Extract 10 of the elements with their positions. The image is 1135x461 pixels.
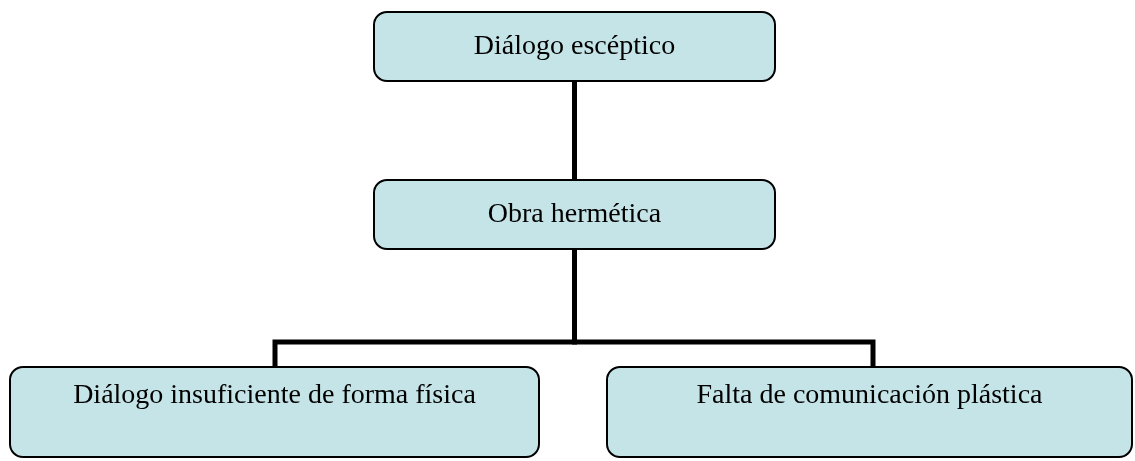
connector-line: [572, 250, 876, 366]
process-box: [373, 179, 776, 250]
connector-line: [572, 82, 577, 179]
process-box: [606, 366, 1133, 458]
node-label: Diálogo escéptico: [473, 29, 676, 61]
node-label: Diálogo insuficiente de forma física: [73, 378, 476, 410]
node-label: Obra hermética: [487, 197, 662, 229]
process-box: [373, 11, 776, 82]
process-box: [9, 366, 540, 458]
node-label: Falta de comunicación plástica: [696, 378, 1043, 410]
